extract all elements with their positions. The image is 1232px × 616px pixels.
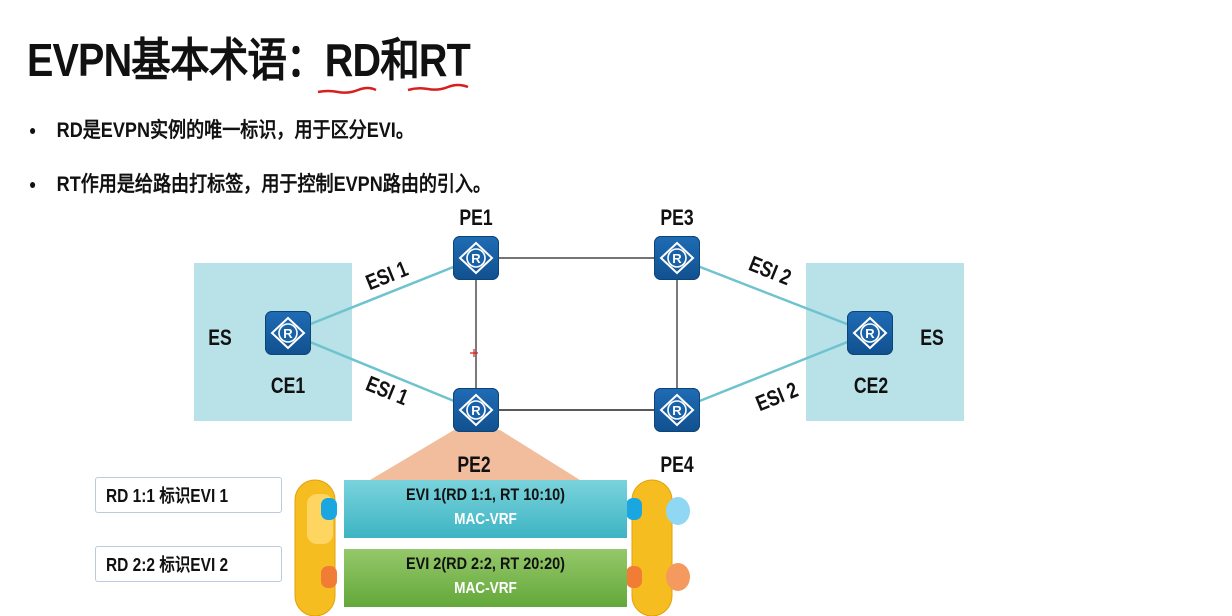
evi2-title: EVI 2(RD 2:2, RT 20:20) <box>405 554 566 573</box>
evi-ring-right <box>626 479 690 616</box>
title-rt: RT <box>418 34 471 86</box>
bullet-dot <box>30 128 36 135</box>
router-pe4[interactable]: R <box>654 388 700 432</box>
evi2-vrf: MAC-VRF <box>454 580 517 597</box>
label-ce1: CE1 <box>270 373 306 398</box>
label-pe2: PE2 <box>457 452 491 477</box>
bullet-list: RD是EVPN实例的唯一标识，用于区分EVI。 RT作用是给路由打标签，用于控制… <box>30 113 566 221</box>
router-pe2[interactable]: R <box>453 388 499 432</box>
evi1-vrf: MAC-VRF <box>454 511 517 528</box>
evi2-bar[interactable]: EVI 2(RD 2:2, RT 20:20) MAC-VRF <box>344 549 627 607</box>
router-glyph: R <box>471 403 481 418</box>
router-icon: R <box>270 316 306 350</box>
bullet-item: RD是EVPN实例的唯一标识，用于区分EVI。 <box>30 113 491 167</box>
evi1-title: EVI 1(RD 1:1, RT 10:10) <box>405 485 566 504</box>
title-prefix: EVPN基本术语： <box>27 34 326 86</box>
router-pe3[interactable]: R <box>654 236 700 280</box>
router-ce2[interactable]: R <box>847 311 893 355</box>
evi1-bar[interactable]: EVI 1(RD 1:1, RT 10:10) MAC-VRF <box>344 480 627 538</box>
bullet-dot <box>30 182 36 189</box>
router-glyph: R <box>865 326 875 341</box>
router-glyph: R <box>471 251 481 266</box>
page-title: EVPN基本术语：RD和RT <box>27 30 471 90</box>
router-glyph: R <box>283 326 293 341</box>
router-icon: R <box>458 241 494 275</box>
router-glyph: R <box>672 251 682 266</box>
bullet-item: RT作用是给路由打标签，用于控制EVPN路由的引入。 <box>30 167 491 221</box>
label-pe1: PE1 <box>459 205 493 230</box>
label-ce2: CE2 <box>853 373 889 398</box>
rd-label-evi2: RD 2:2 标识EVI 2 <box>95 546 282 582</box>
title-rd: RD <box>324 34 381 86</box>
rd-label-evi1: RD 1:1 标识EVI 1 <box>95 477 282 513</box>
router-pe1[interactable]: R <box>453 236 499 280</box>
title-and: 和 <box>380 34 420 86</box>
label-pe3: PE3 <box>660 205 694 230</box>
router-icon: R <box>458 393 494 427</box>
router-icon: R <box>852 316 888 350</box>
label-es-left: ES <box>208 325 232 350</box>
evi-ring-left <box>294 479 337 616</box>
label-es-right: ES <box>920 325 944 350</box>
router-glyph: R <box>672 403 682 418</box>
router-ce1[interactable]: R <box>265 311 311 355</box>
label-pe4: PE4 <box>660 452 694 477</box>
router-icon: R <box>659 241 695 275</box>
router-icon: R <box>659 393 695 427</box>
